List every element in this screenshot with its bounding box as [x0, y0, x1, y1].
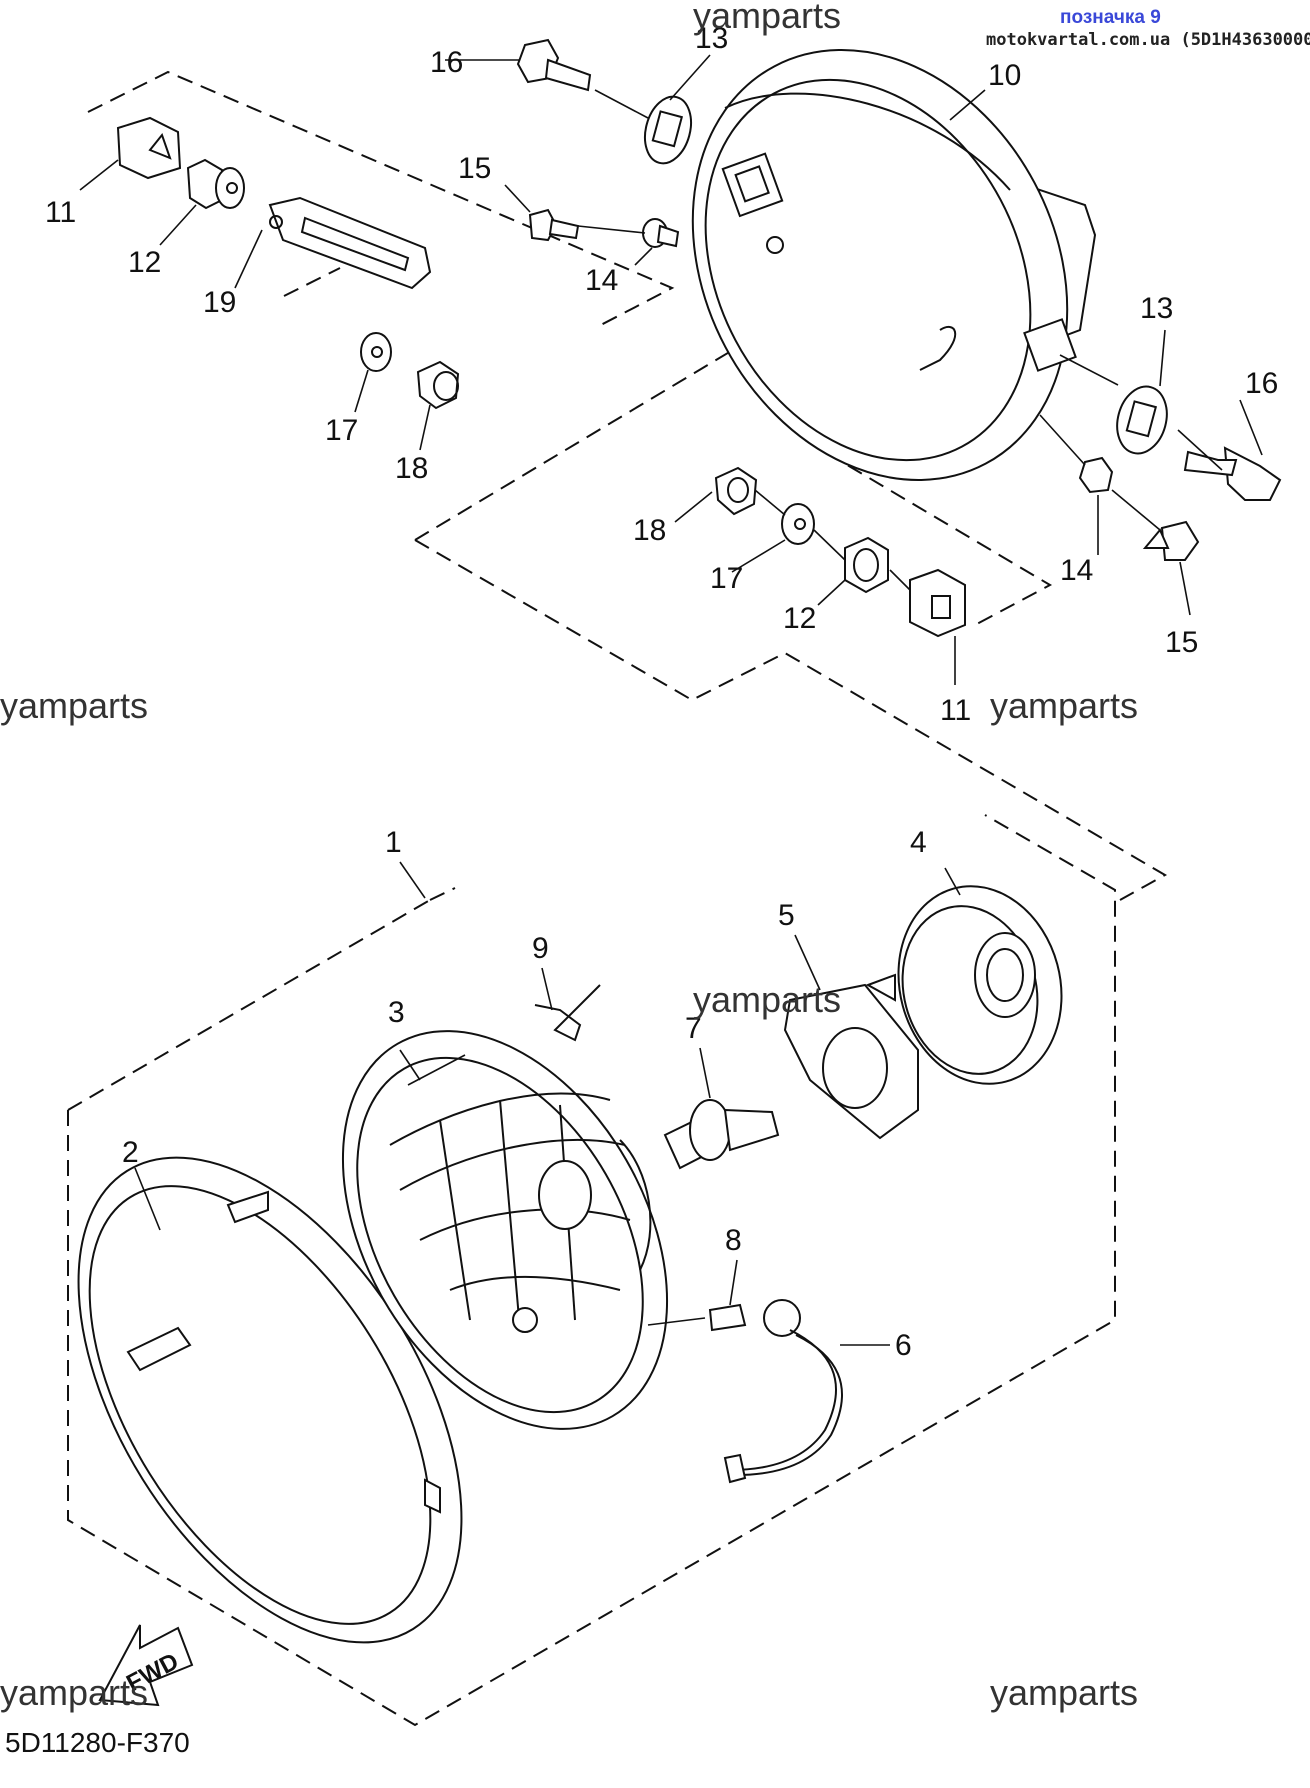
callout-4: 4: [910, 826, 927, 859]
headlight-rim-2: [77, 1156, 463, 1644]
grommet-13-upper: [643, 95, 693, 165]
watermark-top: yamparts: [693, 0, 841, 36]
callout-18-lower: 18: [633, 514, 666, 547]
callout-15-lower: 15: [1165, 626, 1198, 659]
callout-12-upper: 12: [128, 246, 161, 279]
callout-14-lower: 14: [1060, 554, 1093, 587]
watermark-left: yamparts: [0, 685, 148, 726]
callout-8: 8: [725, 1224, 742, 1257]
bracket-stay-group: [283, 267, 341, 297]
nut-18-lower: [714, 466, 758, 516]
headlight-housing: [691, 49, 1097, 481]
grommet-11-upper: [116, 116, 182, 180]
header-source: motokvartal.com.ua (5D1H43630000): [986, 30, 1310, 50]
washer-17-upper: [360, 332, 392, 372]
callout-9: 9: [532, 932, 549, 965]
screw-15-upper: [528, 208, 580, 242]
callout-19: 19: [203, 286, 236, 319]
callout-11-upper: 11: [45, 196, 76, 229]
bracket-upper-left: [87, 70, 675, 329]
callout-13-lower: 13: [1140, 292, 1173, 325]
watermark-bottom-right: yamparts: [990, 1672, 1138, 1713]
bulb-clip-9: [534, 984, 601, 1042]
callout-12-lower: 12: [783, 602, 816, 635]
callout-3: 3: [388, 996, 405, 1029]
bracket-housing-right: [804, 439, 1053, 626]
diagram-code: 5D11280-F370: [5, 1727, 190, 1758]
headlight-cover-4: [897, 885, 1063, 1085]
header-label: позначка 9: [1060, 7, 1161, 28]
grommet-11-lower: [909, 568, 966, 638]
callout-18-upper: 18: [395, 452, 428, 485]
callout-7: 7: [685, 1012, 702, 1045]
screw-15-lower: [1142, 520, 1200, 561]
stay-19: [268, 196, 432, 290]
grommet-13-lower: [1116, 385, 1168, 455]
collar-14-lower: [1078, 456, 1114, 494]
callout-17-upper: 17: [325, 414, 358, 447]
bracket-housing: [414, 539, 1168, 901]
callout-16-lower: 16: [1245, 367, 1278, 400]
callout-16-upper: 16: [430, 46, 463, 79]
callout-17-lower: 17: [710, 562, 743, 595]
nut-18-upper: [416, 360, 460, 410]
callout-2: 2: [122, 1136, 139, 1169]
headlight-bulb-7: [663, 1099, 780, 1170]
headlight-lens-3: [341, 1030, 669, 1430]
callout-13-upper: 13: [695, 22, 728, 55]
callout-14-upper: 14: [585, 264, 618, 297]
socket-plate-5: [783, 973, 919, 1140]
position-bulb-8: [708, 1299, 801, 1337]
callout-11-lower: 11: [940, 694, 971, 727]
bolt-16-lower: [1183, 446, 1282, 501]
collar-14-upper: [642, 218, 680, 248]
watermark-center: yamparts: [693, 979, 841, 1020]
collar-12-lower: [844, 536, 889, 594]
callout-5: 5: [778, 899, 795, 932]
bolt-16-upper: [516, 38, 592, 92]
collar-12-upper: [186, 158, 245, 210]
callout-6: 6: [895, 1329, 912, 1362]
watermark-right: yamparts: [990, 685, 1138, 726]
callout-1: 1: [385, 826, 402, 859]
socket-cord-6: [723, 1329, 843, 1484]
callout-15-upper: 15: [458, 152, 491, 185]
watermark-bottom-left: yamparts: [0, 1672, 148, 1713]
washer-17-lower: [781, 503, 815, 545]
bracket-headlight-unit: [67, 814, 1116, 1727]
callout-10: 10: [988, 59, 1021, 92]
